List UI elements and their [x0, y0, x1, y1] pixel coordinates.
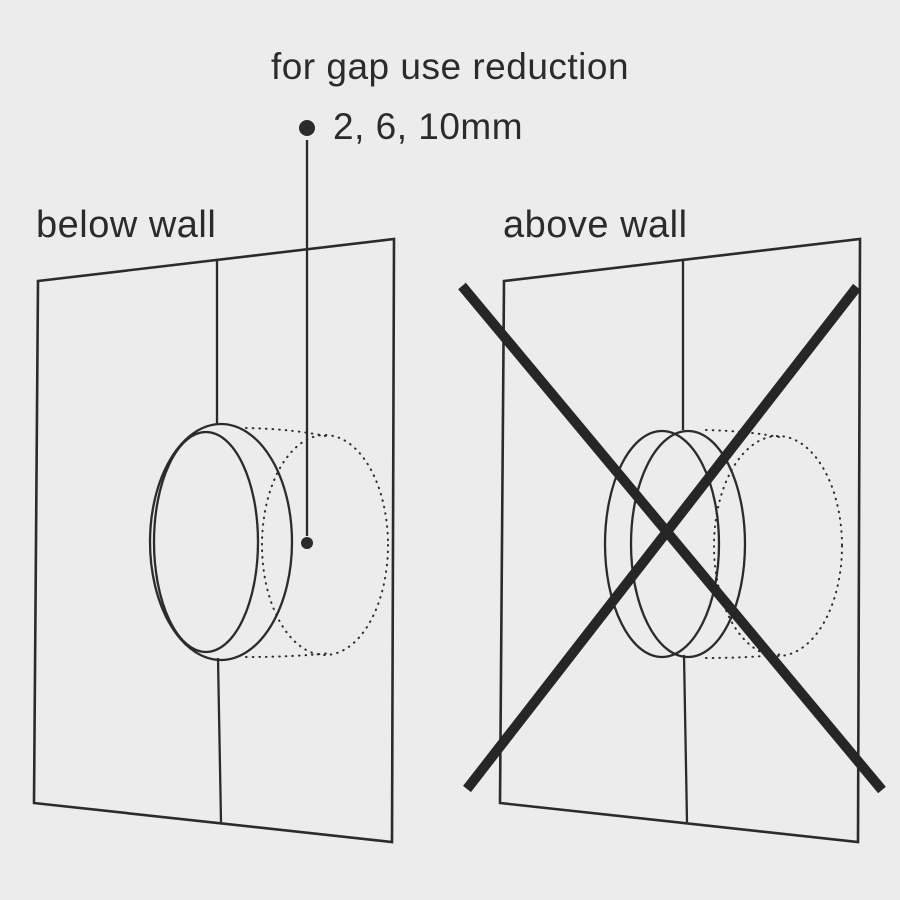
wall-center-seam	[216, 657, 223, 823]
knob-rim-ellipse	[148, 422, 294, 662]
knob-rim-ellipse	[603, 429, 721, 659]
gap-annotation-line2: 2, 6, 10mm	[333, 106, 524, 147]
above-wall-diagram	[458, 237, 886, 844]
wall-center-seam	[682, 654, 689, 823]
leader-start-dot	[299, 120, 315, 136]
knob-face-ellipse	[629, 429, 747, 659]
knob-face-ellipse	[152, 430, 260, 654]
recessed-position-dotted-ellipse	[713, 435, 843, 657]
wall-panel-outline	[498, 237, 862, 844]
below-wall-label: below wall	[36, 204, 217, 246]
above-wall-label: above wall	[503, 204, 688, 246]
prohibition-cross-icon	[458, 282, 886, 794]
below-wall-diagram	[32, 237, 396, 844]
recessed-dotted-connector-bottom	[245, 652, 331, 658]
leader-end-dot	[301, 537, 313, 549]
recessed-dotted-connector-top	[245, 427, 331, 438]
wall-panel-outline	[32, 237, 396, 844]
gap-annotation-line1: for gap use reduction	[270, 46, 630, 87]
recessed-dotted-connector-bottom	[705, 653, 785, 659]
annotation-leader	[299, 120, 315, 549]
recessed-dotted-connector-top	[705, 429, 785, 439]
recessed-position-dotted-ellipse	[261, 434, 389, 656]
